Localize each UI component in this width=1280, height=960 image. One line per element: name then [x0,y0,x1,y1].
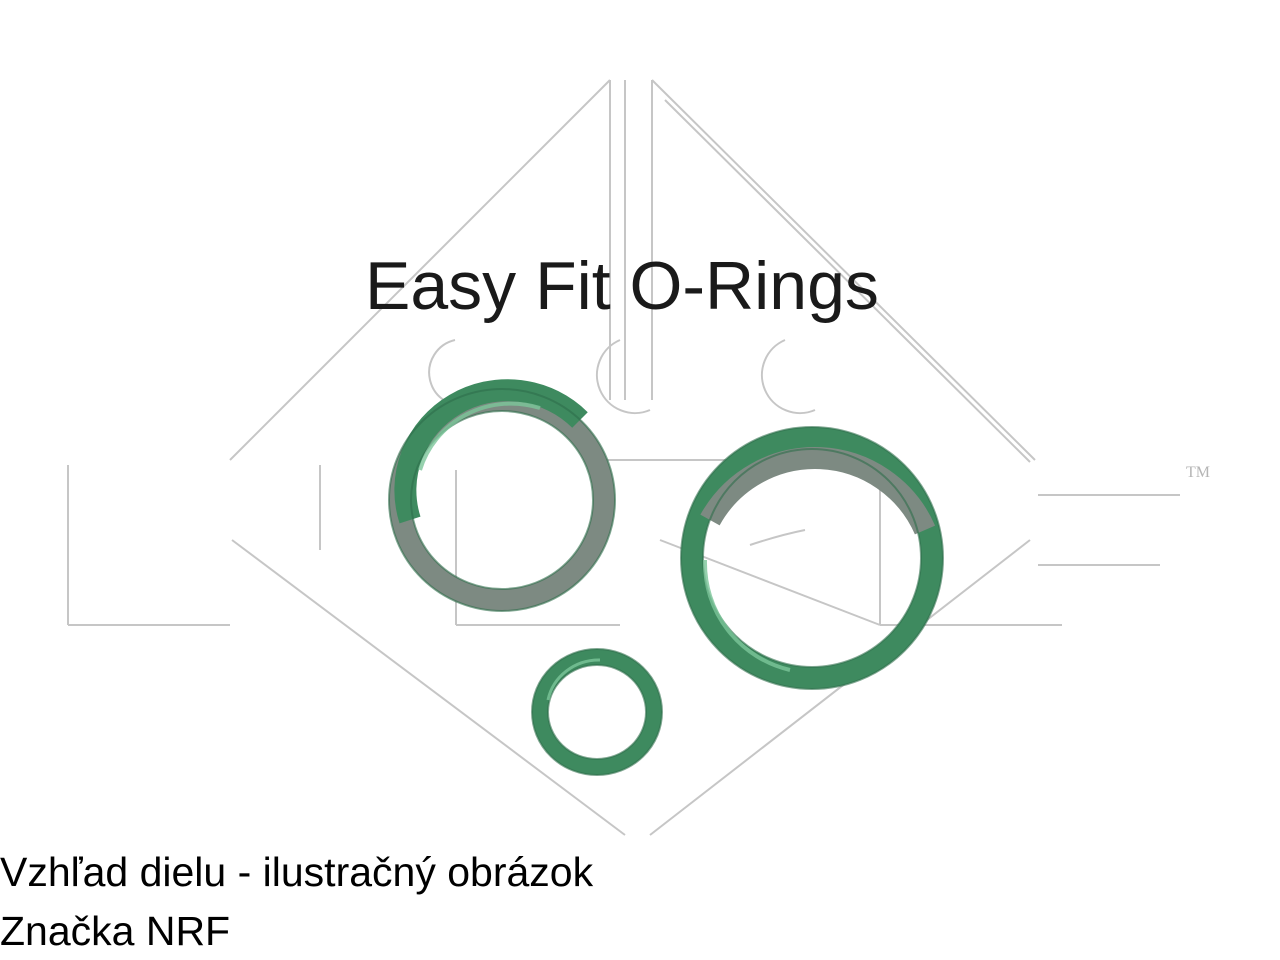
o-ring-large-icon [680,426,944,690]
o-ring-medium-icon [388,379,616,612]
brand-label: Značka NRF [0,908,231,954]
illustration-title: Easy Fit O-Rings [365,248,879,324]
trademark-mark: TM [1186,464,1210,481]
image-caption: Vzhľad dielu - ilustračný obrázok [0,849,594,895]
product-image [67,79,1180,836]
brand-watermark [67,79,1180,836]
o-ring-small-icon [531,648,663,776]
